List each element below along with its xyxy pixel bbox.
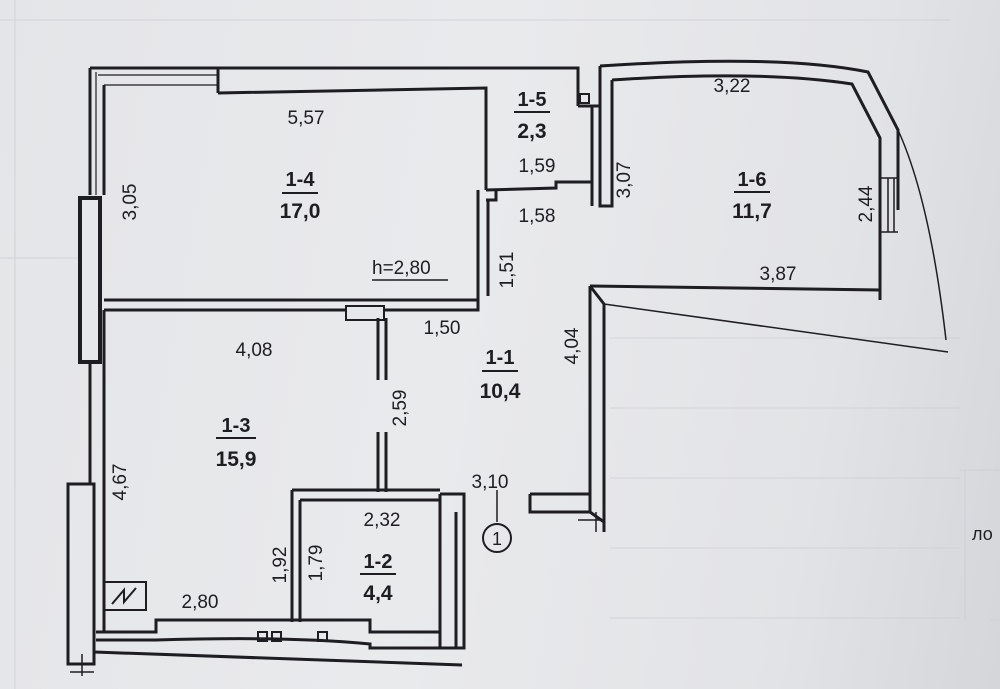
walls xyxy=(66,59,949,676)
dim-1-58: 1,58 xyxy=(519,206,556,227)
dim-3-87: 3,87 xyxy=(760,264,797,285)
wall-left xyxy=(88,66,218,195)
wall-1-2 xyxy=(292,488,440,502)
dim-4-08: 4,08 xyxy=(236,340,273,361)
room-1-5-id: 1-5 xyxy=(518,89,547,111)
entrance-wall xyxy=(528,492,590,514)
ceiling-height-label: h=2,80 xyxy=(372,258,431,279)
room-1-1-id: 1-1 xyxy=(486,347,515,369)
socket-icons xyxy=(257,631,328,642)
dimension-labels: 5,57 3,05 1,59 1,58 3,22 3,07 2,44 3,87 … xyxy=(110,76,877,613)
room-1-6-id: 1-6 xyxy=(738,169,767,191)
margin-text: ло xyxy=(972,524,993,544)
wall-top-right-inner xyxy=(611,74,882,300)
dim-2-44: 2,44 xyxy=(856,185,877,222)
room-labels: 1-4 17,0 1-5 2,3 1-6 11,7 1-1 10,4 1-3 1… xyxy=(216,89,772,605)
wall-1-4-bottom xyxy=(104,298,480,312)
dim-1-59: 1,59 xyxy=(519,156,556,177)
dim-3-07: 3,07 xyxy=(614,162,635,199)
dim-1-51: 1,51 xyxy=(497,252,518,289)
dim-3-10: 3,10 xyxy=(472,472,509,493)
vent-icon xyxy=(579,93,590,104)
dim-4-04: 4,04 xyxy=(562,327,583,364)
entrance-marker: 1 xyxy=(482,490,512,553)
wall-top-left xyxy=(218,66,580,106)
dim-2-32: 2,32 xyxy=(364,510,401,531)
dim-3-22: 3,22 xyxy=(714,76,751,97)
dim-1-50: 1,50 xyxy=(424,318,461,339)
wall-top-right xyxy=(599,59,900,210)
wall-bottom xyxy=(96,618,440,634)
room-1-3-id: 1-3 xyxy=(222,415,251,437)
dim-1-92: 1,92 xyxy=(270,547,291,584)
entrance-marker-label: 1 xyxy=(492,529,502,549)
room-1-4-id: 1-4 xyxy=(286,169,316,191)
room-1-2-area: 4,4 xyxy=(363,582,393,605)
wall-top-left-inner xyxy=(217,86,488,190)
wall-1-1-1-3 xyxy=(376,318,388,380)
dim-5-57: 5,57 xyxy=(288,108,325,129)
room-1-6-area: 11,7 xyxy=(732,200,772,223)
ceiling-height: h=2,80 xyxy=(372,258,448,281)
room-1-1-area: 10,4 xyxy=(480,380,521,403)
room-1-3-area: 15,9 xyxy=(216,448,257,471)
room-1-5-area: 2,3 xyxy=(517,120,546,143)
dim-2-59: 2,59 xyxy=(390,390,411,427)
dim-1-79: 1,79 xyxy=(306,545,327,582)
dim-3-05: 3,05 xyxy=(120,184,141,221)
dim-2-80: 2,80 xyxy=(182,592,219,613)
wall-1-6-bottom xyxy=(589,284,882,300)
dim-4-67: 4,67 xyxy=(110,464,131,501)
room-1-4-area: 17,0 xyxy=(280,200,321,223)
room-1-2-id: 1-2 xyxy=(364,551,393,573)
wall-1-5 xyxy=(485,180,594,206)
bay-window xyxy=(880,177,898,233)
electric-panel-icon xyxy=(103,581,147,611)
